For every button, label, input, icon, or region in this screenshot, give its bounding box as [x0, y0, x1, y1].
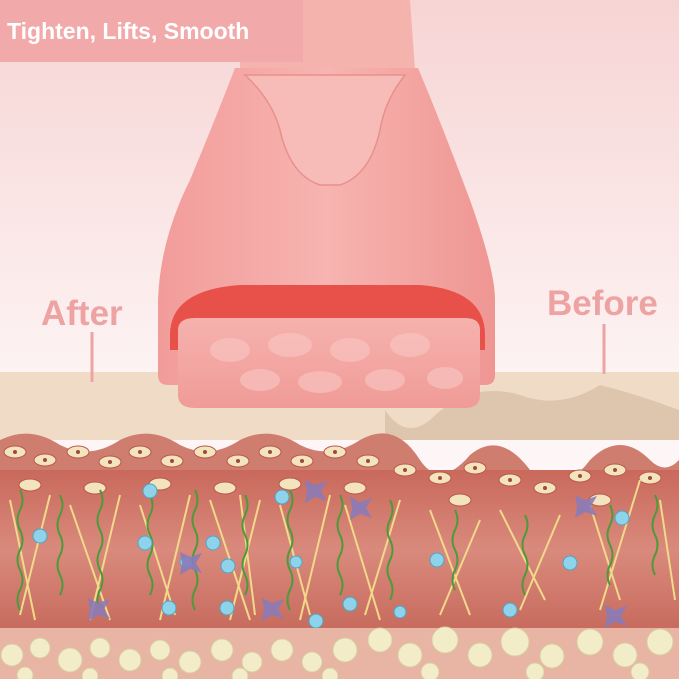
roller-notch: [243, 74, 407, 186]
before-label: Before: [547, 284, 658, 323]
fibroblast-cells: [88, 480, 627, 628]
roller-cylinder: [178, 318, 480, 408]
dermis-layer: [0, 470, 679, 630]
headline-banner: Tighten, Lifts, Smooth: [0, 0, 303, 62]
fat-cells: [0, 626, 674, 679]
wrinkle-shadow: [385, 385, 679, 440]
after-label: After: [41, 294, 123, 333]
epidermal-cells: [3, 445, 662, 507]
elastin-fibers: [16, 489, 659, 611]
headline-text: Tighten, Lifts, Smooth: [7, 17, 250, 44]
